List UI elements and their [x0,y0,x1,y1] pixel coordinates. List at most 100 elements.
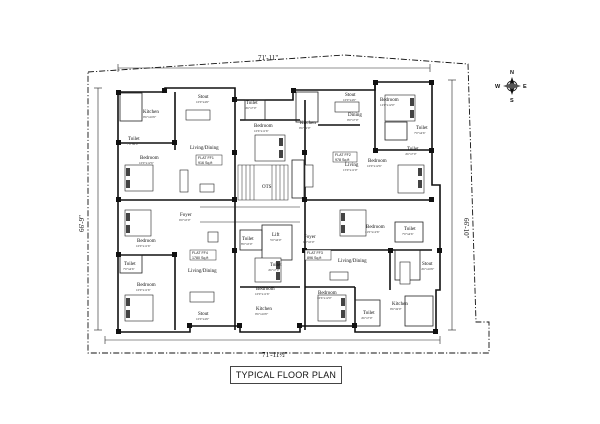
compass-west: W [495,84,501,90]
room-foyer-l: Foyer [180,213,192,218]
interior-partitions [119,91,434,327]
room-living-t2: Living [345,163,359,168]
room-toilet-br-dim: 4'6"x7'0" [361,316,373,320]
room-kitchen-br: Kitchen [392,302,408,307]
room-lift: Lift [272,233,280,238]
room-toilet-bc: Toilet [270,263,282,268]
room-stout-t2: Stout [345,93,356,98]
dining-table [185,109,211,121]
room-stout-bl: Stout [198,312,209,317]
left-dimension-label: 66'-9" [78,215,86,232]
room-stout-t1-dim: 10'0"x4'6" [196,100,210,104]
room-stout-t2-dim: 10'0"x4'6" [343,98,357,102]
sofa [329,271,349,281]
room-living-tl: Living/Dining [190,146,219,151]
flat-ff3-area: 896 Sq.ft [307,256,321,260]
room-toilet-tr: Toilet [416,126,428,131]
room-toilet-bc-dim: 4'6"x7'0" [268,268,280,272]
room-living-bl: Living/Dining [188,269,217,274]
room-kitchen-br-dim: 9'6"x9'0" [390,307,402,311]
room-stout-r-dim: 4'6"x10'6" [421,267,435,271]
room-toilet-tr2: Toilet [407,147,419,152]
room-kitchen-t2-dim: 9'6"x9'0" [299,126,311,130]
sofa [179,169,189,193]
room-foyer-l-dim: 6'0"x5'0" [179,218,191,222]
room-bedroom-l1-dim: 10'0"x12'6" [139,161,155,165]
room-dining-t2: Dining [348,113,362,118]
site-boundary [87,54,490,354]
compass-east: E [523,84,527,90]
room-bedroom-mr-dim: 11'0"x12'6" [365,230,380,234]
room-labels: Kitchen 9'6"x10'6" Stout 10'0"x4'6" Toil… [123,93,435,321]
sofa [199,183,215,193]
room-toilet-mr-dim: 7'0"x4'6" [402,232,414,236]
room-bedroom-bc: Bedroom [256,287,275,292]
flat-ff1-label: FLAT FF1 [198,156,214,160]
room-bedroom-l1: Bedroom [140,156,159,161]
room-kitchen-t2: Kitchen [300,121,316,126]
flat-ff3-label: FLAT FF3 [307,251,323,255]
staircase [200,164,300,223]
room-stout-r: Stout [422,262,433,267]
plan-title-box: TYPICAL FLOOR PLAN [230,366,342,384]
room-bedroom-ml: Bedroom [137,239,156,244]
structural-columns [116,80,442,334]
room-foyer-r-dim: 6'0"x5'0" [303,240,315,244]
room-toilet-tr-dim: 7'0"x4'6" [414,131,426,135]
room-bedroom-t-center-dim: 10'6"x11'6" [254,129,269,133]
right-dimension-label: 66'-10" [462,218,470,239]
flat-ff4-area: 1780 Sq.ft [192,256,208,260]
room-toilet-mr: Toilet [404,227,416,232]
room-bedroom-tr: Bedroom [380,98,399,103]
bed-pillows [126,98,422,318]
room-toilet-tl: Toilet [128,137,140,142]
room-bedroom-tr-dim: 12'0"x12'0" [380,103,396,107]
room-bedroom-bc-dim: 10'0"x11'6" [255,292,270,296]
room-bedroom-r1-dim: 10'0"x12'6" [367,164,383,168]
room-bedroom-bl-dim: 10'0"x11'6" [136,288,151,292]
top-dimension-label: 71'-11" [258,54,278,62]
compass-icon: N S E W [495,70,527,104]
room-bedroom-r1: Bedroom [368,159,387,164]
room-stout-bl-dim: 10'0"x4'6" [196,317,210,321]
room-bedroom-mr: Bedroom [366,225,385,230]
dining-table [334,101,360,113]
room-bedroom-bl: Bedroom [137,283,156,288]
room-toilet-bl1-dim: 7'0"x4'6" [123,267,135,271]
coffee-table [207,231,219,243]
room-bedroom-ml-dim: 10'0"x11'6" [136,244,151,248]
room-bedroom-t-center: Bedroom [254,124,273,129]
room-toilet-bl1: Toilet [124,262,136,267]
flat-ff1-area: 916 Sq.ft [198,161,212,165]
room-lift-dim: 5'0"x6'0" [270,238,282,242]
furniture [179,101,411,303]
room-ots: OTS [262,185,272,190]
room-kitchen-tl: Kitchen [143,110,159,115]
room-toilet-tl-dim: 7'0"x6'0" [127,142,139,146]
dining-table [399,261,411,285]
compass-south: S [510,98,514,104]
room-dining-t2-dim: 9'0"x7'0" [347,118,359,122]
room-toilet-m: Toilet [242,237,254,242]
room-bedroom-br-dim: 10'6"x12'0" [317,296,333,300]
room-toilet-m-dim: 8'0"x5'0" [241,242,253,246]
room-bedroom-br: Bedroom [318,291,337,296]
room-kitchen-bc: Kitchen [256,307,272,312]
flat-ff2-area: 978 Sq.ft [335,158,349,162]
room-stout-t1: Stout [198,95,209,100]
room-foyer-r: Foyer [304,235,316,240]
room-kitchen-bc-dim: 9'6"x10'0" [255,312,269,316]
room-toilet-t1: Toilet [246,101,258,106]
flat-ff4-label: FLAT FF4 [192,251,208,255]
flat-area-boxes [189,151,358,261]
room-kitchen-tl-dim: 9'6"x10'6" [143,115,157,119]
compass-north: N [510,70,514,76]
room-toilet-tr2-dim: 4'6"x7'0" [405,152,417,156]
flat-ff2-label: FLAT FF2 [335,153,351,157]
dimension-lines [94,64,456,344]
room-living-t2-dim: 15'0"x11'0" [343,168,358,172]
room-toilet-t1-dim: 4'6"x7'0" [245,106,257,110]
plan-title: TYPICAL FLOOR PLAN [235,370,337,380]
room-living-br: Living/Dining [338,259,367,264]
